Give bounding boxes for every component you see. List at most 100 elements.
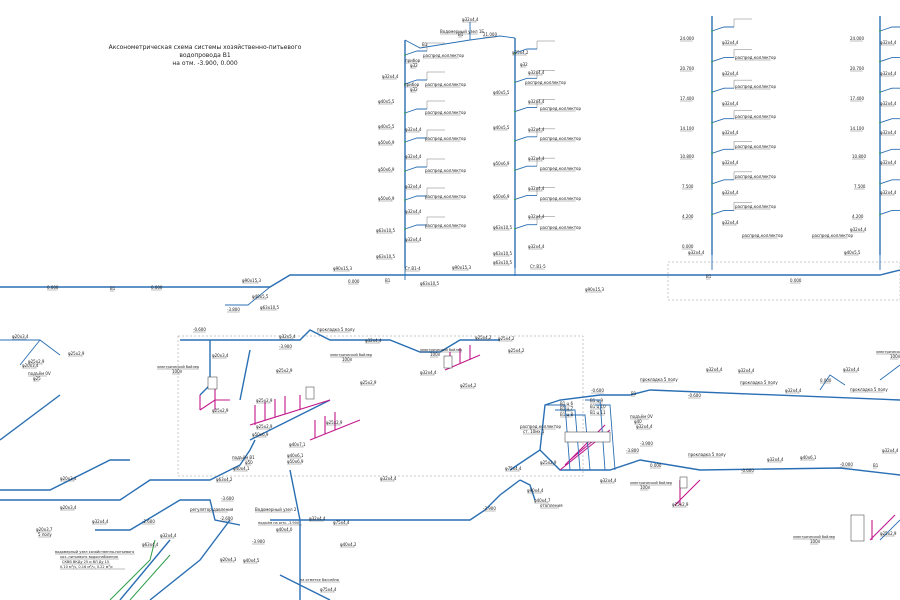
annotation-label: распред.коллектор [735,84,776,89]
boiler-1 [207,376,218,390]
annotation-label: φ32х4,4 [706,367,723,372]
annotation-label: φ50 [245,460,253,465]
valve-marker [514,198,516,201]
annotation-label: φ25 [33,376,41,381]
collector-leader [536,157,555,167]
annotation-label: φ63х10,5 [493,260,512,265]
annotation-label: 100л [640,485,651,490]
basement-pipe-1 [0,394,130,491]
valve-marker [514,110,516,113]
annotation-label: В1 [422,42,428,47]
valve-marker [879,213,881,216]
annotation-label: подъём 0V [28,371,51,376]
annotation-label: распред.коллектор [742,233,783,238]
annotation-label: φ32х4,4 [92,519,109,524]
annotation-label: распред.коллектор [540,196,581,201]
annotation-label: распред.коллектор [735,144,776,149]
annotation-label: В1 ц 10 [590,404,606,409]
annotation-label: В1 ц 8 [560,412,574,417]
collector-leader [733,18,752,27]
annotation-label: φ32х4,4 [880,160,897,165]
annotation-label: φ40х4,7 [534,498,551,503]
annotation-label: φ40х5,5 [493,90,510,95]
annotation-label: распред.коллектор [425,223,466,228]
collector-leader [426,100,445,109]
collector-leader [426,158,445,167]
annotation-label: В1 [631,391,637,396]
annotation-label: Водомерный узел 1Б [440,29,484,34]
annotation-label: φ32х4,4 [722,101,739,106]
collector-leader [733,49,752,58]
annotation-label: φ32х4,4 [528,214,545,219]
boiler-2 [305,386,315,400]
annotation-label: φ25х2,9 [540,460,557,465]
valve-marker [711,182,713,185]
annotation-label: распред.коллектор [540,106,581,111]
boiler-5 [850,514,865,542]
annotation-label: φ40х5,5 [493,125,510,130]
annotation-label: φ32х4,4 [405,154,422,159]
basement-network [0,329,900,600]
annotation-label: φ50х6,9 [252,432,269,437]
annotation-label: 7.500 [854,184,866,189]
annotation-label: прокладка 5 полу [850,387,888,392]
basement-pipe-13 [519,479,536,501]
annotation-label: распред.коллектор [540,136,581,141]
annotation-label: 20.700 [680,66,694,71]
annotation-label: электрический бойлер [330,353,373,357]
annotation-label: распред.коллектор [520,424,561,429]
annotation-label: φ32х4,4 [528,156,545,161]
annotation-label: φ32х4,4 [880,130,897,135]
annotation-label: 100л [430,352,441,357]
annotation-label: φ20х3,4 [212,353,229,358]
basement-pipe-10 [509,389,900,471]
collector-leader [536,99,555,108]
annotation-label: φ32х4,4 [636,424,653,429]
floor-branch [514,194,537,200]
annotation-label: В1 ц 6 [560,401,574,406]
annotation-label: 4.200 [852,214,864,219]
annotation-label: распред.коллектор [425,110,466,115]
annotation-label: φ32 [410,63,418,68]
floor-branch [514,107,537,112]
valve-marker [514,169,516,172]
basement-pipe-2 [0,439,256,501]
collector-leader [733,110,752,119]
valve-marker [711,60,713,63]
annotation-label: φ50х6,9 [378,196,395,201]
floor-branch [514,77,537,83]
floor-branch [879,26,900,32]
riser-group-right [711,16,900,270]
valve-marker [879,182,881,185]
collector-leader [426,129,445,138]
annotation-label: φ32х4,4 [405,127,422,132]
annotation-label: распред.коллектор [540,166,581,171]
annotation-label: 0.000 [47,285,59,290]
annotation-label: -3.800 [626,448,639,453]
valve-marker [711,30,713,32]
annotation-label: 24.000 [850,36,864,41]
annotation-label: 10.800 [852,154,866,159]
annotation-label: В1 [385,278,391,283]
annotation-label: -0.600 [591,388,604,393]
annotation-label: -0.600 [741,468,754,473]
annotation-label: φ32х4,4 [785,388,802,393]
annotation-label: 100л [890,354,900,359]
annotation-label: 10.800 [680,154,694,159]
collector-line-1 [545,404,571,471]
annotation-label: φ25х2,9 [28,359,45,364]
annotation-label: прокладка 5 полу [688,452,726,457]
distribution-collector [545,399,616,471]
annotation-label: φ25х2,9 [256,424,273,429]
boiler-3 [443,355,453,369]
floor-branch [514,165,537,171]
annotation-label: электрический бойлер [420,348,463,352]
annotation-label: φ40х5,5 [378,99,395,104]
annotation-label: φ32х4,4 [405,209,422,214]
annotation-label: φ32х4,4 [882,448,899,453]
annotation-label: 0.000 [790,278,802,283]
annotation-label: хоз.-питьевого водоснабжения [60,555,118,559]
annotation-label: φ32х4,4 [738,368,755,373]
annotation-label: φ63х10,5 [376,254,395,259]
